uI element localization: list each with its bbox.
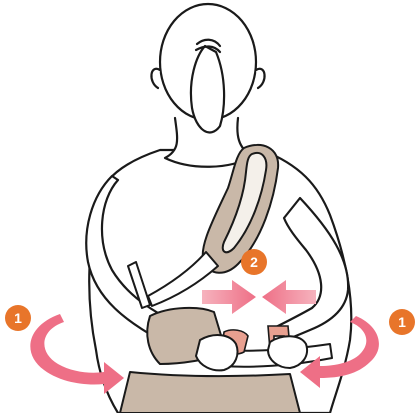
step-badge-1-right: 1 xyxy=(389,309,415,335)
lower-body xyxy=(120,372,300,413)
step-1-label-right: 1 xyxy=(398,314,406,330)
step-badge-1-left: 1 xyxy=(5,305,31,331)
step-badge-2: 2 xyxy=(241,249,267,275)
right-hand xyxy=(268,336,307,368)
step-2-label: 2 xyxy=(250,254,258,270)
left-hand xyxy=(196,335,238,370)
step-1-label-left: 1 xyxy=(14,310,22,326)
